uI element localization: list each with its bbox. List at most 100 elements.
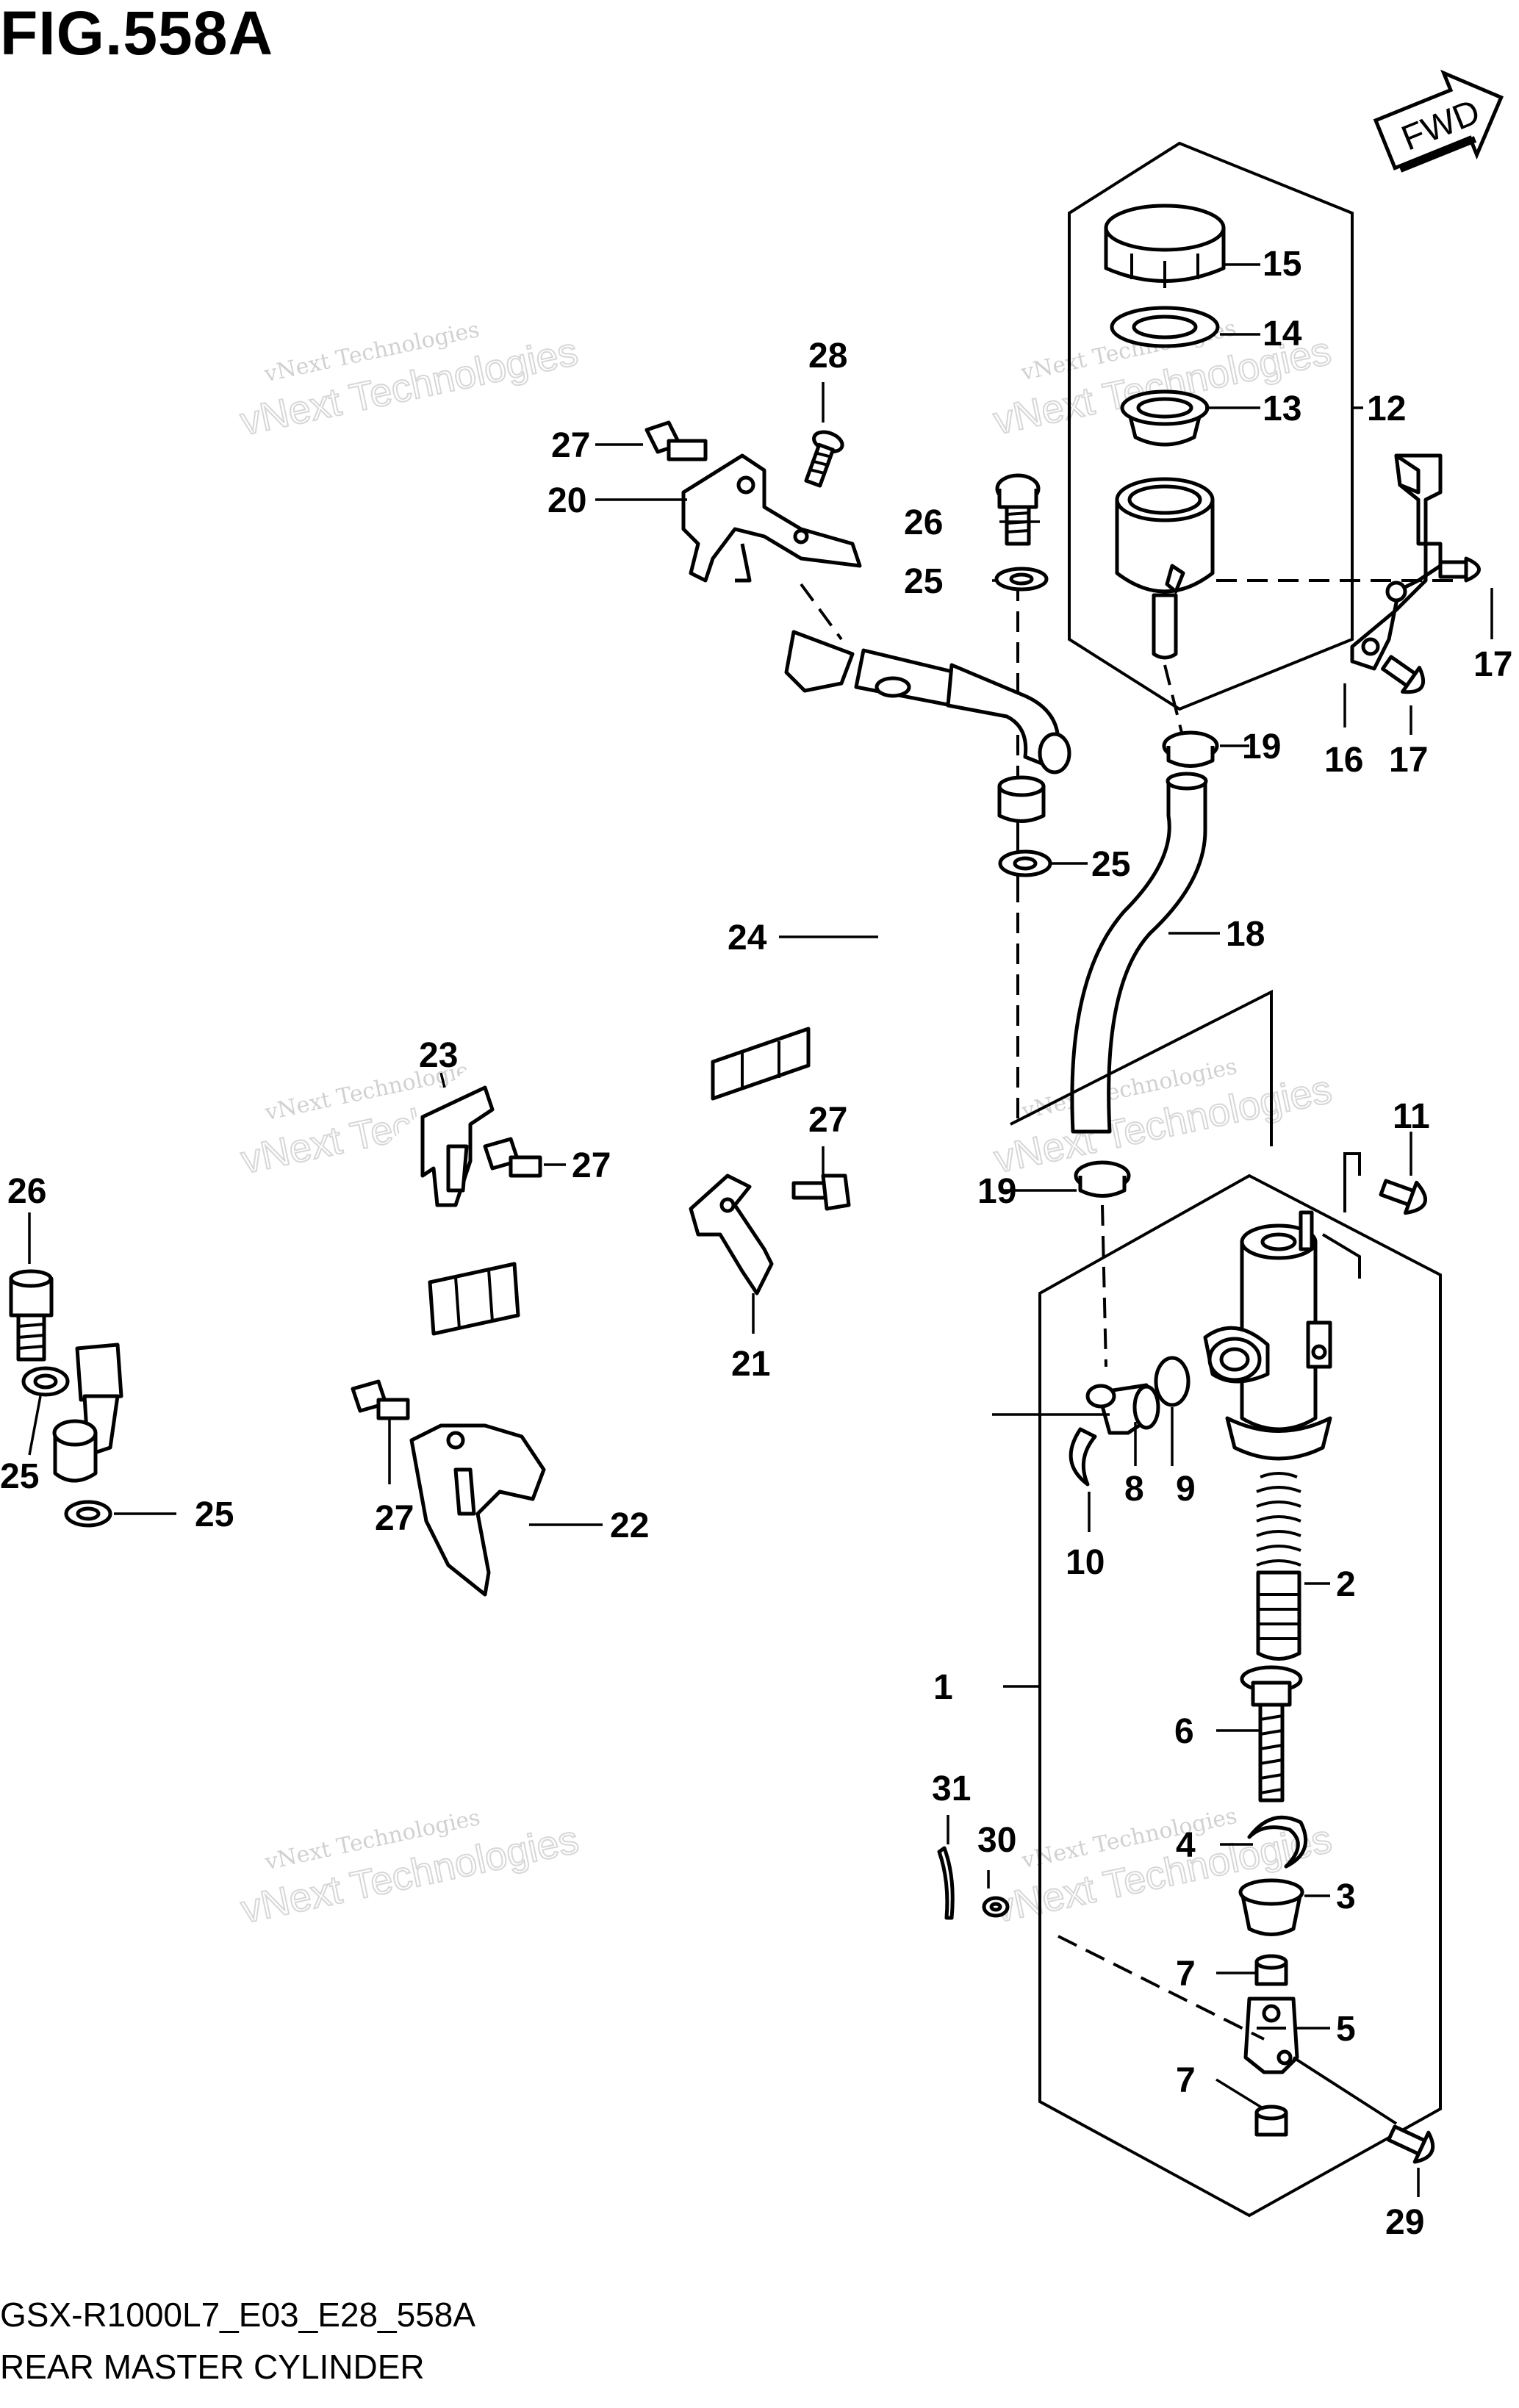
callout-17-right: 17 <box>1473 645 1512 684</box>
diaphragm-plate <box>1110 306 1220 348</box>
hose-clamp-21 <box>689 1174 774 1295</box>
callout-27-mid-right: 27 <box>808 1101 847 1140</box>
callout-4: 4 <box>1176 1826 1196 1865</box>
callout-25-upper: 25 <box>904 562 943 601</box>
guide-dash <box>1101 1204 1107 1367</box>
reservoir-body <box>1115 477 1215 660</box>
clevis <box>1243 1997 1299 2074</box>
cotter-pin <box>937 1846 955 1920</box>
callout-16: 16 <box>1324 741 1363 780</box>
bolt-27-mid-right <box>791 1174 851 1211</box>
callout-25-mid: 25 <box>1091 845 1130 884</box>
guide-dash <box>800 583 843 641</box>
callout-27-lower: 27 <box>375 1499 414 1538</box>
bolt-26-left <box>9 1269 54 1362</box>
guide-dash <box>1057 1935 1265 2041</box>
rubber-boot <box>1238 1878 1304 1936</box>
callout-5: 5 <box>1336 2010 1356 2049</box>
callout-1: 1 <box>933 1668 953 1707</box>
figure-name: REAR MASTER CYLINDER <box>0 2348 425 2386</box>
callout-3: 3 <box>1336 1877 1356 1916</box>
banjo-fitting-left <box>52 1419 98 1483</box>
hose-clamp-lower <box>1074 1160 1131 1198</box>
reservoir-group-box <box>1068 141 1354 711</box>
watermark-top-left: vNext Technologies vNext Technologies <box>236 317 583 445</box>
circlip <box>1069 1427 1097 1487</box>
hose-clamp-upper <box>1162 730 1219 768</box>
bolt-27-lower <box>351 1379 410 1420</box>
callout-23: 23 <box>419 1036 458 1075</box>
bolt-27-mid-left <box>483 1137 542 1178</box>
bolt-11 <box>1379 1179 1427 1215</box>
callout-31: 31 <box>932 1769 971 1808</box>
callout-15: 15 <box>1263 245 1301 284</box>
callout-19-lower: 19 <box>977 1172 1016 1211</box>
bolt-27-top <box>644 420 708 461</box>
reservoir-bracket <box>1350 453 1443 671</box>
washer-25-left-lower <box>64 1500 112 1528</box>
washer-25-left-upper <box>21 1366 70 1397</box>
guide-line <box>1343 1152 1361 1212</box>
watermark-bottom-left: vNext Technologies vNext Technologies <box>237 1805 583 1933</box>
fwd-arrow-icon: FWD <box>1373 69 1504 173</box>
callout-9: 9 <box>1176 1470 1196 1509</box>
guide-line <box>1292 2056 1398 2125</box>
washer-25-upper <box>994 567 1049 592</box>
screw-17-right <box>1438 556 1481 583</box>
washer-30 <box>982 1896 1010 1918</box>
callout-19-upper: 19 <box>1242 727 1281 766</box>
hose-bracket-22 <box>409 1423 546 1597</box>
callout-7-lower: 7 <box>1176 2061 1196 2100</box>
callout-18: 18 <box>1226 915 1265 954</box>
nut-7-lower <box>1254 2105 1288 2137</box>
callout-25-left-upper: 25 <box>0 1457 39 1496</box>
hose-connector <box>1085 1383 1160 1435</box>
watermark-mid-right: vNext Technologies vNext Technologies <box>990 1054 1337 1182</box>
master-cylinder-group-box <box>1038 1174 1442 2218</box>
callout-28: 28 <box>808 337 847 375</box>
guide-dash <box>1163 664 1185 739</box>
brake-hose <box>75 630 1071 1457</box>
callout-17-lower: 17 <box>1389 741 1428 780</box>
callout-8: 8 <box>1124 1470 1144 1509</box>
bolt-26-upper <box>995 473 1041 546</box>
callout-29: 29 <box>1385 2203 1424 2242</box>
push-rod <box>1240 1665 1303 1803</box>
master-cylinder-body <box>1203 1210 1332 1461</box>
bolt-28 <box>804 430 844 488</box>
leader-lines <box>28 263 1493 2197</box>
callout-14: 14 <box>1263 315 1302 353</box>
clevis-pin <box>1387 2124 1435 2164</box>
hose-bracket-20 <box>681 453 862 583</box>
hose-clamp-23 <box>420 1085 495 1207</box>
callout-labels: 15 14 13 12 17 16 17 19 18 11 19 2 1 6 4… <box>0 245 1512 2242</box>
washer-25-mid <box>998 849 1052 877</box>
callout-10: 10 <box>1066 1543 1105 1582</box>
guide-bracket-line <box>1010 989 1273 1146</box>
screw-17-lower <box>1380 655 1426 694</box>
callout-7-upper: 7 <box>1176 1955 1196 1994</box>
nut-7-upper <box>1254 1954 1288 1986</box>
callout-21: 21 <box>731 1345 770 1384</box>
callout-30: 30 <box>977 1821 1016 1860</box>
reservoir-hose <box>1070 772 1208 1134</box>
o-ring <box>1154 1356 1191 1407</box>
callout-22: 22 <box>610 1506 649 1545</box>
callout-26-left: 26 <box>7 1172 46 1211</box>
callout-26-upper: 26 <box>904 503 943 542</box>
callout-11: 11 <box>1393 1097 1430 1136</box>
diaphragm <box>1120 389 1210 447</box>
callout-27-top: 27 <box>551 426 590 465</box>
figure-title: FIG.558A <box>0 0 274 68</box>
piston-spring <box>1256 1472 1301 1661</box>
callout-24: 24 <box>728 919 767 957</box>
guide-line <box>1321 1233 1361 1279</box>
model-code: GSX-R1000L7_E03_E28_558A <box>0 2296 476 2334</box>
callout-27-mid-left: 27 <box>572 1146 611 1185</box>
snap-ring <box>1247 1815 1308 1869</box>
callout-2: 2 <box>1336 1565 1356 1604</box>
callout-12: 12 <box>1367 389 1406 428</box>
callout-13: 13 <box>1263 389 1301 428</box>
banjo-fitting-upper <box>997 775 1046 823</box>
